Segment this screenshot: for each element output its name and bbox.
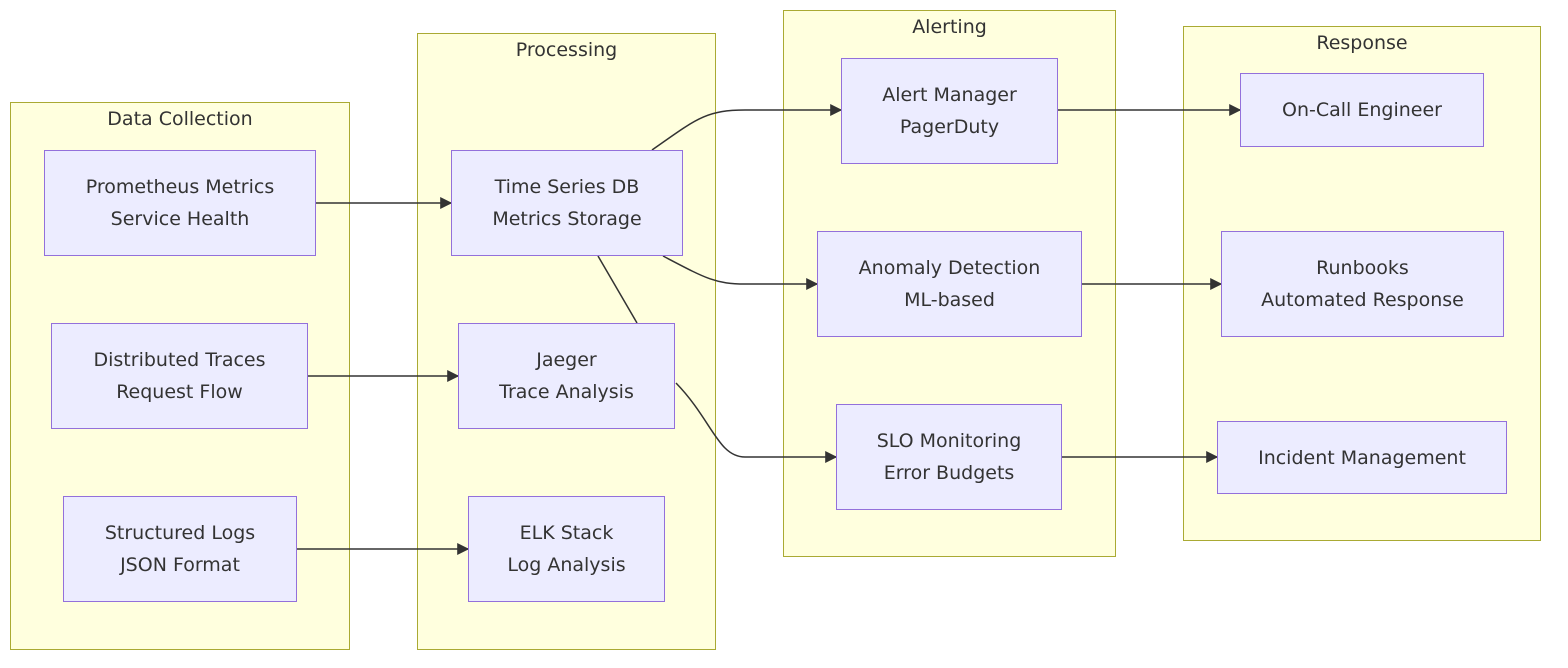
node-incident-management: Incident Management	[1217, 421, 1507, 494]
node-alert-manager: Alert Manager PagerDuty	[841, 58, 1058, 164]
node-runbooks-line1: Runbooks	[1316, 257, 1409, 279]
node-tsdb-line2: Metrics Storage	[492, 208, 642, 230]
cluster-title-alerting: Alerting	[912, 16, 987, 38]
node-elk-line2: Log Analysis	[507, 554, 626, 576]
node-slo-line1: SLO Monitoring	[876, 430, 1022, 452]
node-anomaly-detection: Anomaly Detection ML-based	[817, 231, 1082, 337]
node-on-call-engineer: On-Call Engineer	[1240, 73, 1484, 147]
node-structured-logs: Structured Logs JSON Format	[63, 496, 297, 602]
node-traces-line2: Request Flow	[116, 381, 243, 403]
node-prometheus-metrics: Prometheus Metrics Service Health	[44, 150, 316, 256]
node-distributed-traces: Distributed Traces Request Flow	[51, 323, 308, 429]
node-prometheus-line1: Prometheus Metrics	[85, 176, 275, 198]
node-traces-line1: Distributed Traces	[93, 349, 266, 371]
node-runbooks: Runbooks Automated Response	[1221, 231, 1504, 337]
node-oncall-line1: On-Call Engineer	[1282, 99, 1442, 121]
node-jaeger-line2: Trace Analysis	[499, 381, 634, 403]
node-elk-stack: ELK Stack Log Analysis	[468, 496, 665, 602]
cluster-title-processing: Processing	[515, 39, 618, 61]
edge-jaeger-to-slo	[675, 382, 838, 463]
node-anomaly-line1: Anomaly Detection	[858, 257, 1041, 279]
node-jaeger-line1: Jaeger	[536, 349, 597, 371]
edge-tsdb-to-alertmanager	[651, 104, 843, 151]
node-tsdb-line1: Time Series DB	[494, 176, 640, 198]
node-slo-monitoring: SLO Monitoring Error Budgets	[836, 404, 1062, 510]
node-incident-line1: Incident Management	[1258, 446, 1466, 469]
node-logs-line1: Structured Logs	[104, 522, 256, 544]
cluster-title-data-collection: Data Collection	[107, 108, 253, 130]
node-logs-line2: JSON Format	[120, 554, 240, 576]
edge-tsdb-to-anomaly	[662, 255, 819, 290]
cluster-title-response: Response	[1316, 32, 1408, 54]
node-runbooks-line2: Automated Response	[1261, 289, 1464, 311]
node-time-series-db: Time Series DB Metrics Storage	[451, 150, 683, 256]
edge-jaeger-to-tsdb	[597, 255, 638, 324]
node-anomaly-line2: ML-based	[904, 289, 995, 311]
node-alertmanager-line2: PagerDuty	[899, 116, 1000, 138]
node-jaeger: Jaeger Trace Analysis	[458, 323, 675, 429]
node-prometheus-line2: Service Health	[110, 208, 250, 230]
node-slo-line2: Error Budgets	[883, 462, 1015, 484]
node-elk-line1: ELK Stack	[519, 522, 614, 544]
node-alertmanager-line1: Alert Manager	[882, 84, 1017, 106]
